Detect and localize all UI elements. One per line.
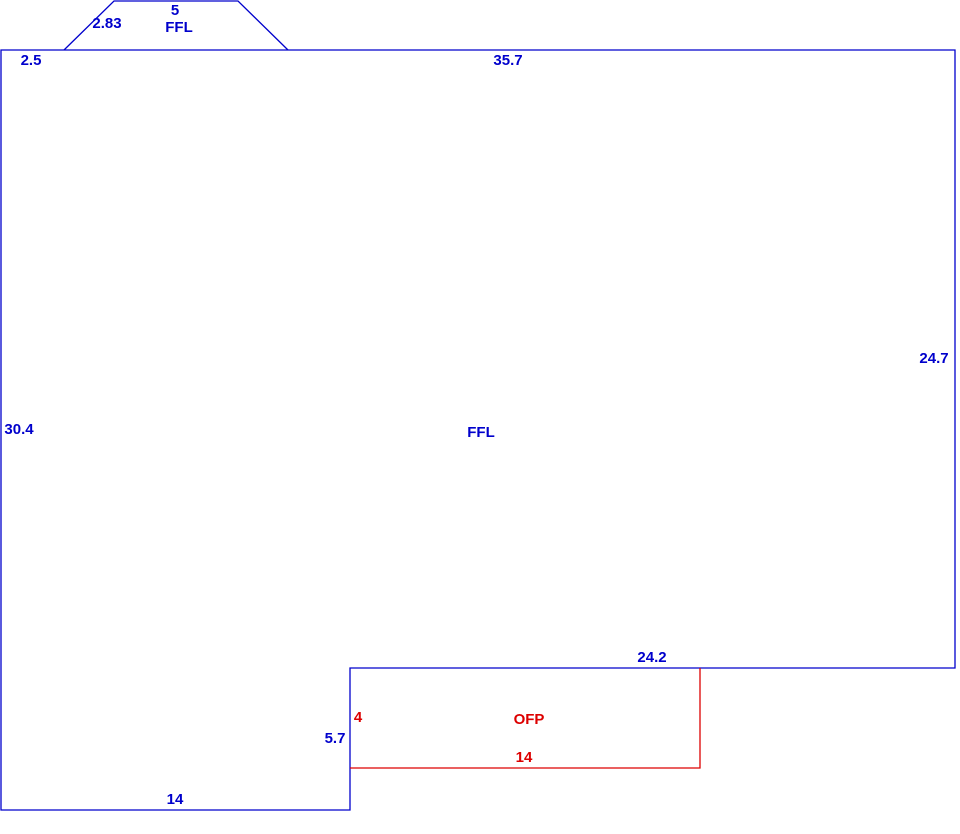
porch-left-dimension: 4 (354, 709, 363, 726)
bay-side-dimension: 2.83 (92, 15, 121, 32)
porch-bottom-dimension: 14 (516, 749, 533, 766)
main-area-label: FFL (467, 424, 495, 441)
bottom-right-dimension: 24.2 (637, 649, 666, 666)
bay-area-label: FFL (165, 19, 193, 36)
bay-top-dimension: 5 (171, 2, 179, 19)
bottom-left-dimension: 14 (167, 791, 184, 808)
right-dimension: 24.7 (919, 350, 948, 367)
porch-outline (350, 668, 701, 769)
porch-area-label: OFP (514, 711, 545, 728)
step-dimension: 5.7 (325, 730, 346, 747)
bay-window-outline (63, 0, 289, 51)
top-dimension: 35.7 (493, 52, 522, 69)
main-area-outline (0, 49, 956, 811)
top-left-short-dimension: 2.5 (21, 52, 42, 69)
left-dimension: 30.4 (4, 421, 34, 438)
